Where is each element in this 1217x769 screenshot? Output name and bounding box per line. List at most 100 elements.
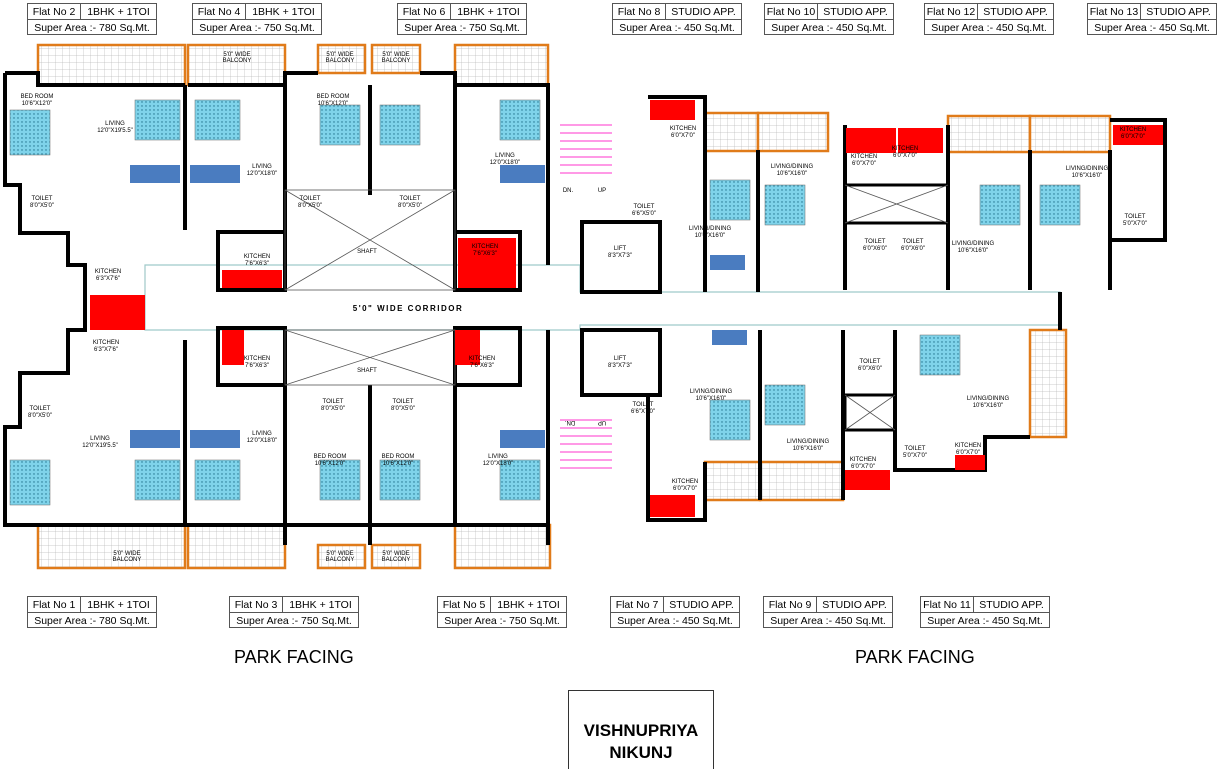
flat-info-table: Flat No 7 STUDIO APP. Super Area :- 450 Sq… bbox=[610, 596, 740, 628]
flat-number: Flat No 13 bbox=[1088, 4, 1141, 19]
kitchen-counters bbox=[90, 100, 1163, 517]
flat-info-table: Flat No 8 STUDIO APP. Super Area :- 450 Sq… bbox=[612, 3, 742, 35]
stairs-down-label: DN. bbox=[563, 188, 574, 194]
shaft-label: SHAFT bbox=[357, 368, 377, 374]
super-area: Super Area :- 450 Sq.Mt. bbox=[617, 615, 733, 627]
flat-type: 1BHK + 1TOI bbox=[87, 598, 150, 611]
super-area: Super Area :- 450 Sq.Mt. bbox=[771, 22, 887, 34]
sofas bbox=[130, 165, 747, 448]
flat-number: Flat No 10 bbox=[765, 4, 818, 19]
flat-number: Flat No 3 bbox=[230, 597, 283, 612]
super-area: Super Area :- 750 Sq.Mt. bbox=[444, 615, 560, 627]
super-area: Super Area :- 780 Sq.Mt. bbox=[34, 22, 150, 34]
flat-info-table: Flat No 5 1BHK + 1TOI Super Area :- 750 Sq… bbox=[437, 596, 567, 628]
staircase bbox=[560, 124, 612, 469]
super-area: Super Area :- 750 Sq.Mt. bbox=[199, 22, 315, 34]
flat-number: Flat No 12 bbox=[925, 4, 978, 19]
flat-type: 1BHK + 1TOI bbox=[457, 5, 520, 18]
flat-type: STUDIO APP. bbox=[669, 598, 734, 611]
flat-type: 1BHK + 1TOI bbox=[87, 5, 150, 18]
project-title-line2: NIKUNJ bbox=[609, 743, 673, 762]
flat-number: Flat No 1 bbox=[28, 597, 81, 612]
flat-info-table: Flat No 13 STUDIO APP. Super Area :- 450 S… bbox=[1087, 3, 1217, 35]
corridor bbox=[144, 264, 1061, 331]
flat-type: 1BHK + 1TOI bbox=[497, 598, 560, 611]
super-area: Super Area :- 450 Sq.Mt. bbox=[619, 22, 735, 34]
walls bbox=[3, 71, 1167, 545]
flat-number: Flat No 8 bbox=[613, 4, 666, 19]
corridor-label: 5'0" WIDE CORRIDOR bbox=[353, 304, 463, 313]
super-area: Super Area :- 450 Sq.Mt. bbox=[931, 22, 1047, 34]
super-area: Super Area :- 450 Sq.Mt. bbox=[1094, 22, 1210, 34]
flat-type: 1BHK + 1TOI bbox=[252, 5, 315, 18]
flat-info-table: Flat No 2 1BHK + 1TOI Super Area :- 780 Sq… bbox=[27, 3, 157, 35]
stairs-up-label: UP bbox=[598, 419, 606, 425]
super-area: Super Area :- 450 Sq.Mt. bbox=[770, 615, 886, 627]
flat-number: Flat No 6 bbox=[398, 4, 451, 19]
flat-type: STUDIO APP. bbox=[671, 5, 736, 18]
flat-number: Flat No 4 bbox=[193, 4, 246, 19]
flat-info-table: Flat No 4 1BHK + 1TOI Super Area :- 750 Sq… bbox=[192, 3, 322, 35]
flat-type: 1BHK + 1TOI bbox=[289, 598, 352, 611]
flat-number: Flat No 7 bbox=[611, 597, 664, 612]
flat-type: STUDIO APP. bbox=[1146, 5, 1211, 18]
beds bbox=[9, 99, 1081, 506]
shaft-label: SHAFT bbox=[357, 249, 377, 255]
flat-type: STUDIO APP. bbox=[983, 5, 1048, 18]
flat-number: Flat No 2 bbox=[28, 4, 81, 19]
flat-number: Flat No 5 bbox=[438, 597, 491, 612]
flat-number: Flat No 9 bbox=[764, 597, 817, 612]
flat-type: STUDIO APP. bbox=[979, 598, 1044, 611]
flat-number: Flat No 11 bbox=[921, 597, 974, 612]
flat-info-table: Flat No 12 STUDIO APP. Super Area :- 450 S… bbox=[924, 3, 1054, 35]
stairs-down-label: DN. bbox=[565, 419, 576, 425]
